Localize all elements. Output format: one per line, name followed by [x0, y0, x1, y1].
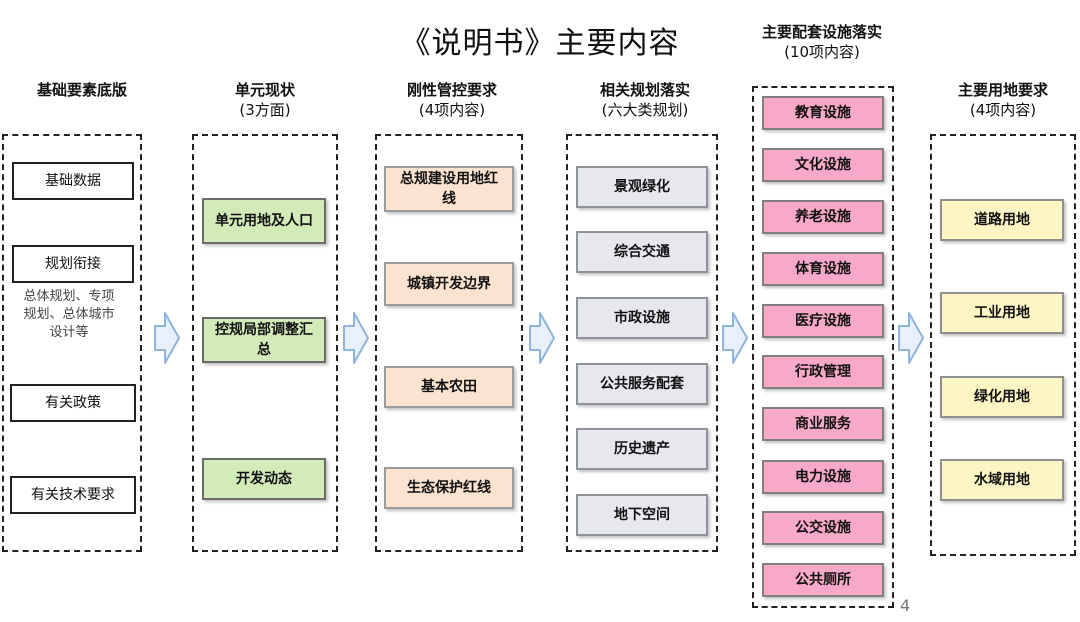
- item-public-service-supporting: 公共服务配套: [576, 363, 708, 405]
- column-2-heading-text: 单元现状: [234, 81, 295, 99]
- item-ecological-redline: 生态保护红线: [384, 467, 514, 509]
- column-5-subheading: (10项内容): [784, 43, 860, 61]
- arrow-right-icon: [722, 312, 748, 364]
- column-4-heading: 相关规划落实 (六大类规划): [565, 80, 725, 120]
- column-4-heading-text: 相关规划落实: [599, 81, 690, 99]
- plan-connection-note: 总体规划、专项规划、总体城市设计等: [23, 289, 115, 340]
- item-bus-facilities: 公交设施: [762, 511, 884, 545]
- column-1-heading-text: 基础要素底版: [36, 81, 127, 99]
- column-1-heading: 基础要素底版: [2, 80, 162, 100]
- item-plan-connection: 规划衔接: [12, 245, 134, 283]
- item-municipal-facilities: 市政设施: [576, 297, 708, 339]
- item-road-land: 道路用地: [940, 199, 1064, 241]
- page-title: 《说明书》主要内容: [400, 26, 680, 61]
- item-commercial-services: 商业服务: [762, 407, 884, 441]
- item-medical-facilities: 医疗设施: [762, 304, 884, 338]
- item-historical-heritage: 历史遗产: [576, 428, 708, 470]
- item-sports-facilities: 体育设施: [762, 252, 884, 286]
- page-number: 4: [900, 596, 911, 615]
- column-2-heading: 单元现状 (3方面): [190, 80, 340, 120]
- item-education-facilities: 教育设施: [762, 96, 884, 130]
- item-cultural-facilities: 文化设施: [762, 148, 884, 182]
- item-technical-requirements: 有关技术要求: [10, 476, 136, 514]
- item-water-land: 水域用地: [940, 459, 1064, 501]
- column-2-subheading: (3方面): [239, 101, 291, 119]
- arrow-right-icon: [343, 312, 369, 364]
- arrow-right-icon: [898, 312, 924, 364]
- column-3-heading-text: 刚性管控要求: [406, 81, 497, 99]
- item-basic-farmland: 基本农田: [384, 366, 514, 408]
- item-power-facilities: 电力设施: [762, 460, 884, 494]
- item-construction-land-redline: 总规建设用地红线: [384, 166, 514, 212]
- column-4-subheading: (六大类规划): [601, 101, 689, 119]
- column-3-subheading: (4项内容): [418, 101, 486, 119]
- arrow-right-icon: [529, 312, 555, 364]
- item-urban-development-boundary: 城镇开发边界: [384, 262, 514, 306]
- item-landscape-greening: 景观绿化: [576, 166, 708, 208]
- item-unit-land-population: 单元用地及人口: [202, 198, 326, 244]
- column-6-subheading: (4项内容): [969, 101, 1037, 119]
- item-administration: 行政管理: [762, 355, 884, 389]
- column-5-heading: 主要配套设施落实 (10项内容): [742, 22, 902, 62]
- column-6-heading: 主要用地要求 (4项内容): [926, 80, 1080, 120]
- item-basic-data: 基础数据: [12, 162, 134, 200]
- item-elderly-facilities: 养老设施: [762, 200, 884, 234]
- item-comprehensive-transport: 综合交通: [576, 231, 708, 273]
- arrow-right-icon: [154, 312, 180, 364]
- column-5-heading-text: 主要配套设施落实: [761, 23, 882, 41]
- item-public-toilets: 公共厕所: [762, 563, 884, 597]
- item-underground-space: 地下空间: [576, 494, 708, 536]
- item-local-adjustment-summary: 控规局部调整汇总: [202, 317, 326, 363]
- item-industrial-land: 工业用地: [940, 292, 1064, 334]
- column-3-heading: 刚性管控要求 (4项内容): [372, 80, 532, 120]
- item-green-land: 绿化用地: [940, 376, 1064, 418]
- item-development-dynamics: 开发动态: [202, 458, 326, 500]
- item-policies: 有关政策: [10, 384, 136, 422]
- column-6-heading-text: 主要用地要求: [957, 81, 1048, 99]
